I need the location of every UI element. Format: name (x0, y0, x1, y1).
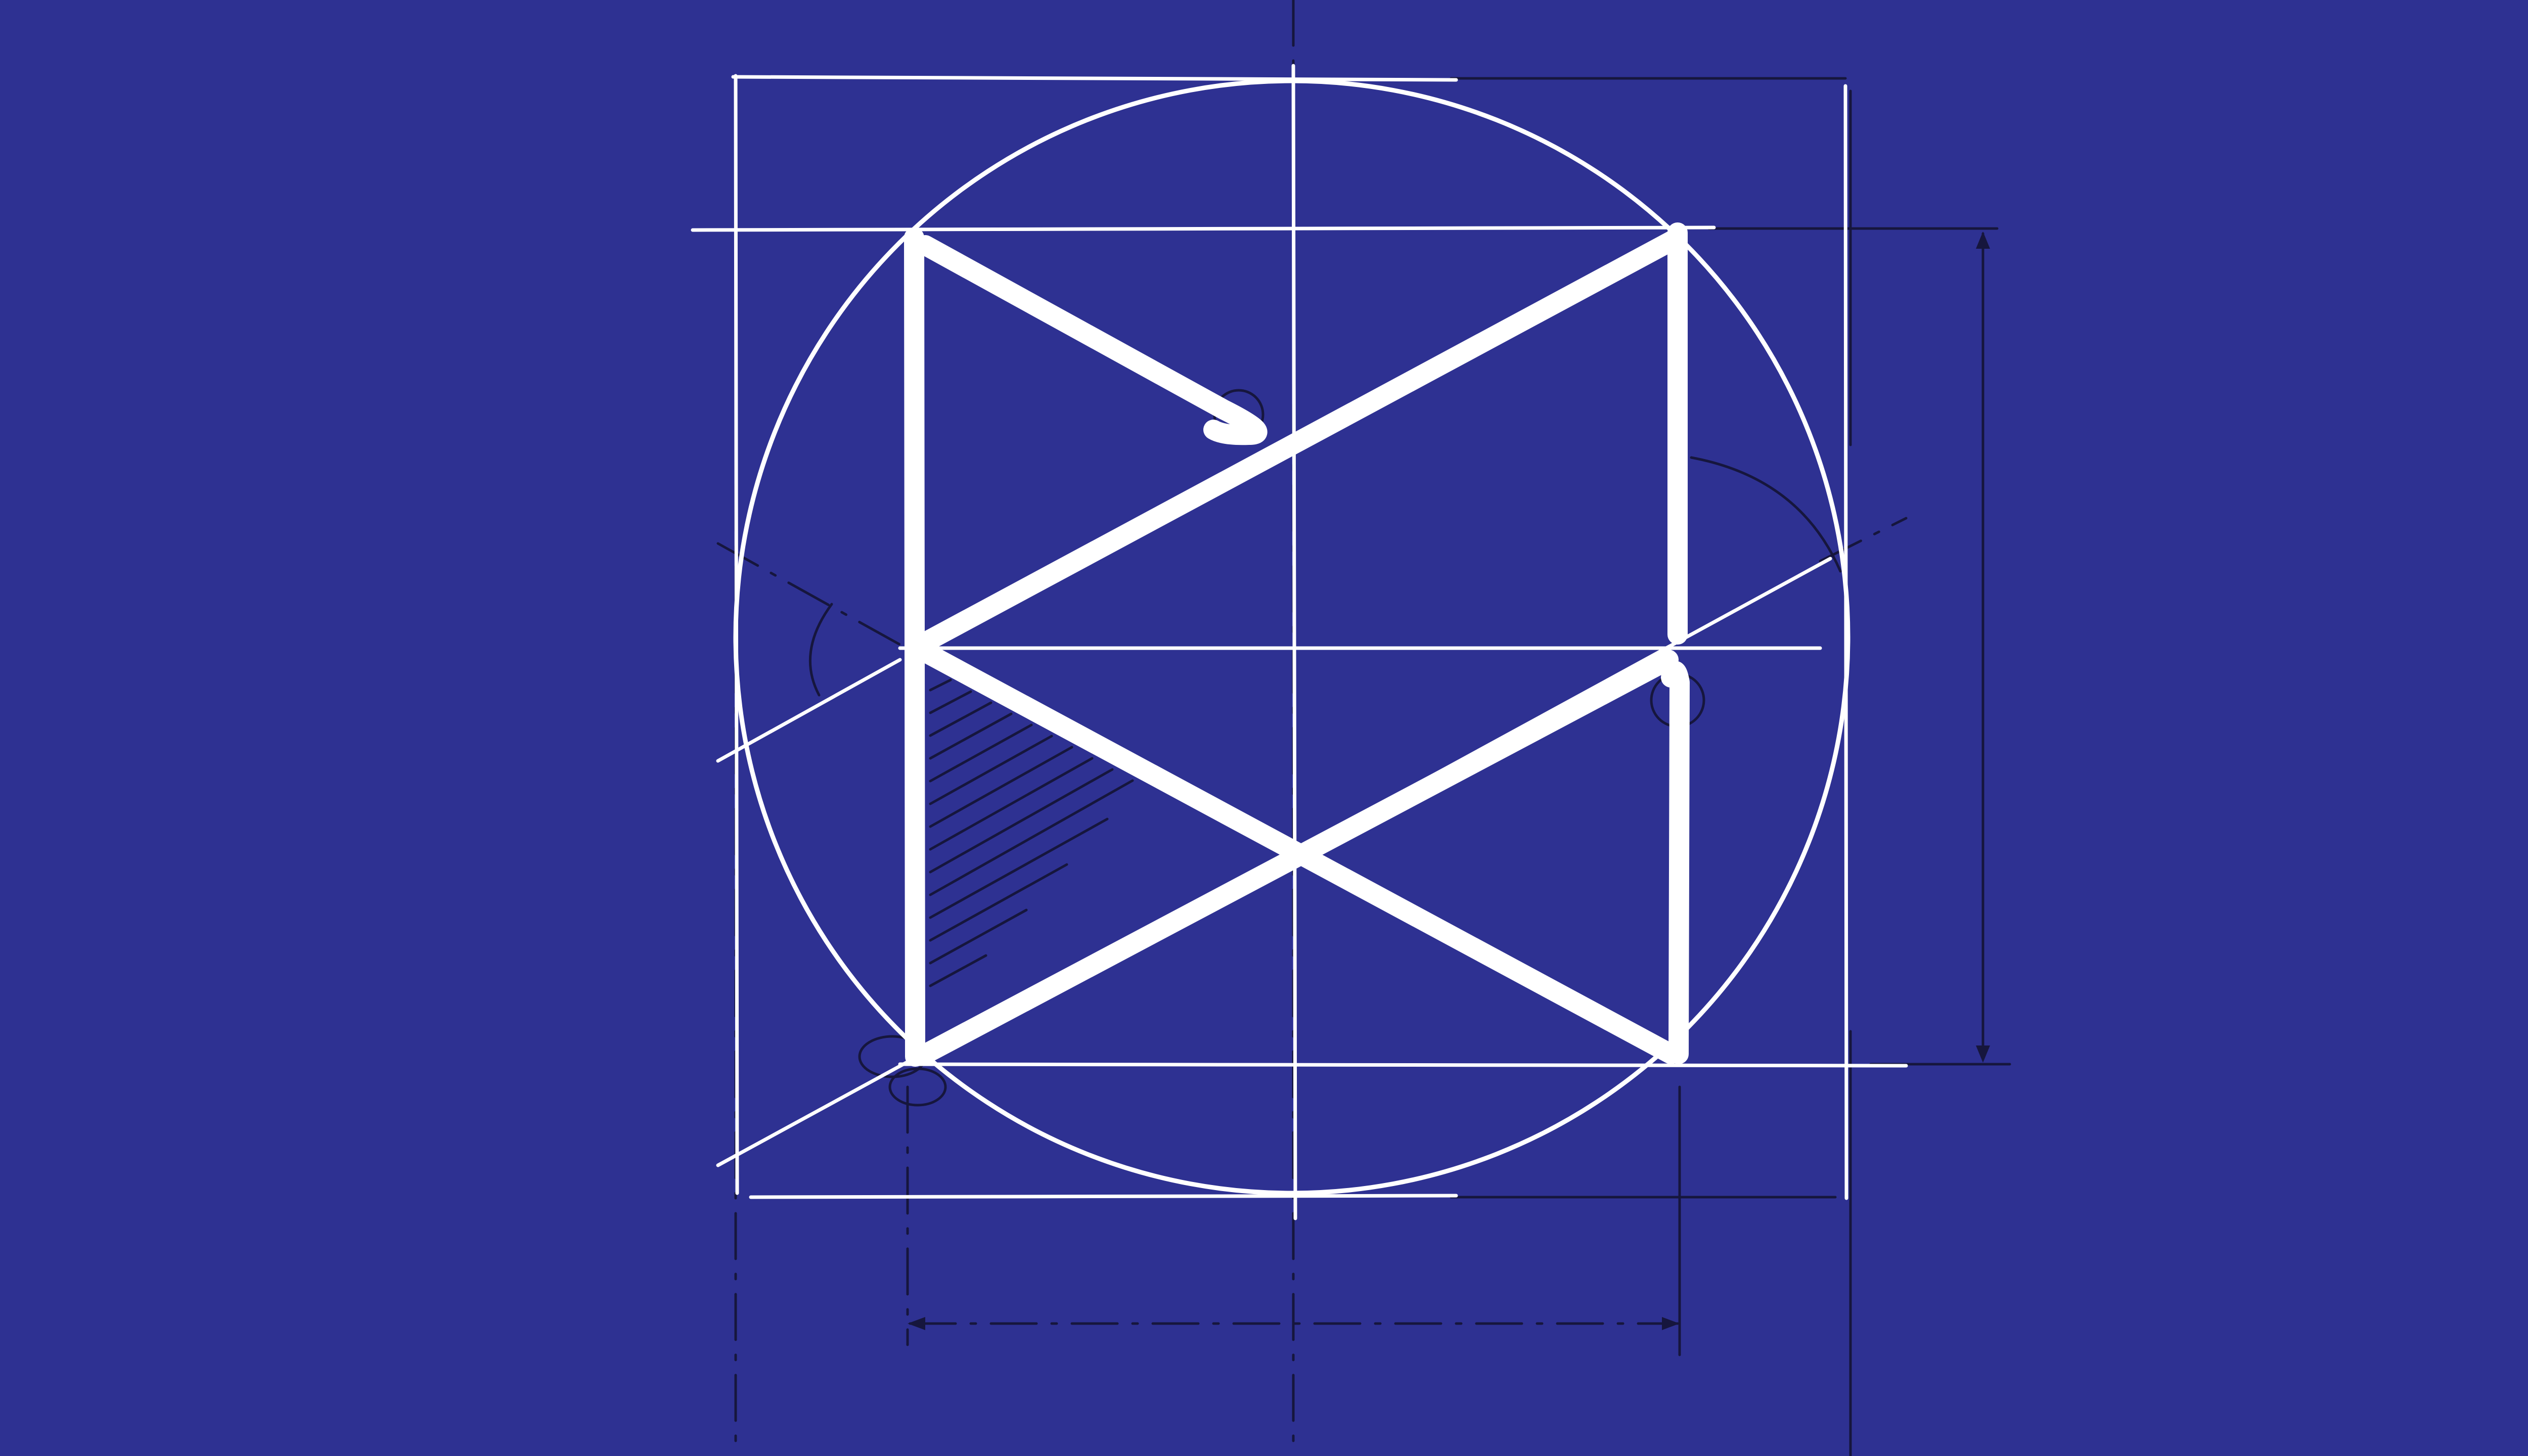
guide-bottom (900, 1064, 1906, 1066)
frame-bottom (751, 1196, 1456, 1197)
monogram-right-lower-stroke (1671, 671, 1680, 1054)
guide-top (693, 228, 1714, 230)
guide-center-vertical (1293, 66, 1295, 1218)
monogram-left-stroke (914, 238, 915, 1057)
